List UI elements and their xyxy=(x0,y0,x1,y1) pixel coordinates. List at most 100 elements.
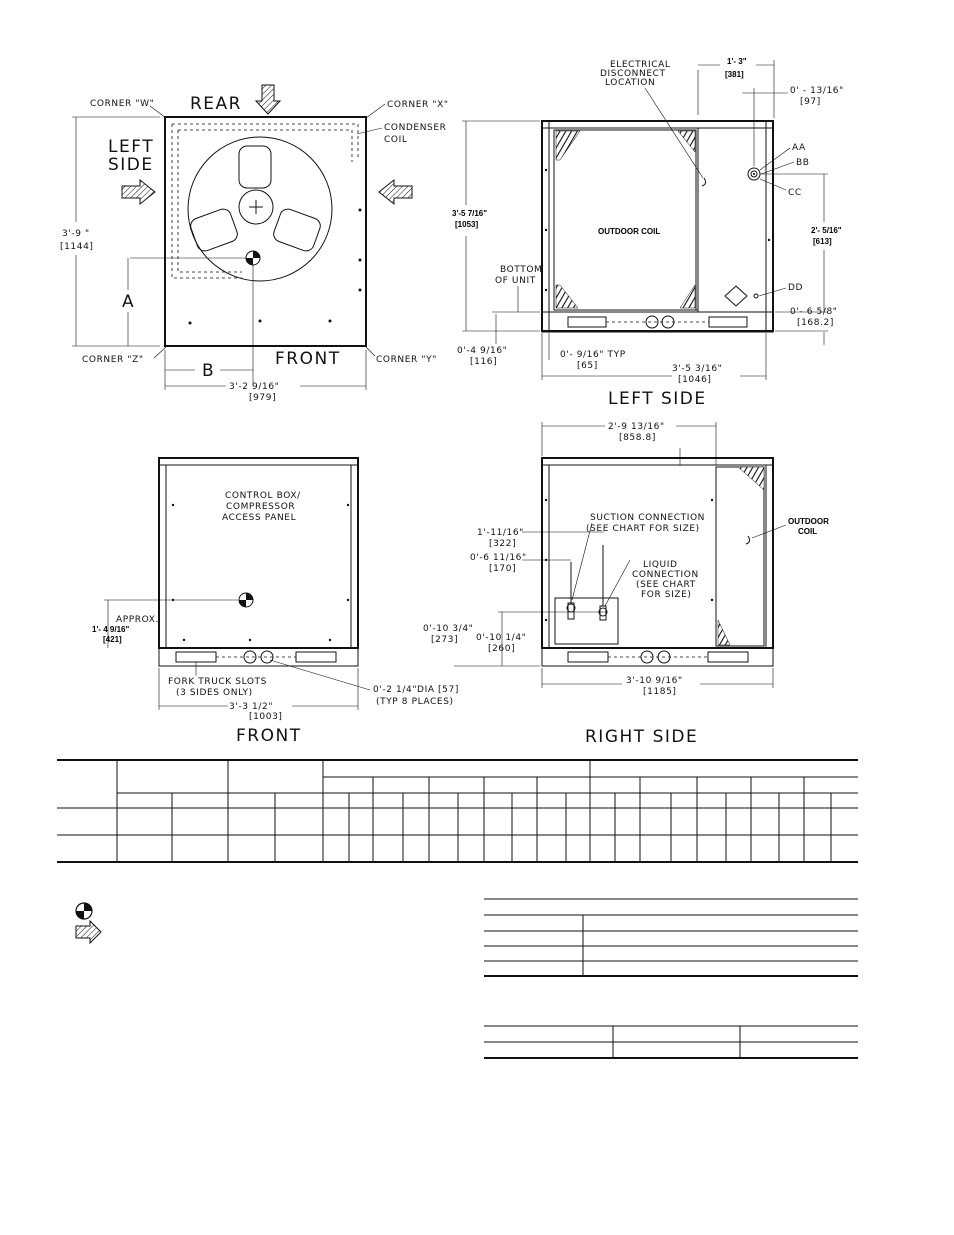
dd-knockout xyxy=(753,293,759,299)
dim-1-3-mm: [381] xyxy=(725,70,744,79)
rear-label: REAR xyxy=(190,94,242,114)
width-dim: 3'-10 9/16" xyxy=(626,676,683,686)
dim-2-5: 2'- 5/16" xyxy=(811,226,842,235)
service-port xyxy=(724,285,748,307)
width-mm: [1046] xyxy=(678,375,712,385)
liquid-label-line4: FOR SIZE) xyxy=(641,590,692,600)
liquid-label-line1: LIQUID xyxy=(643,560,678,570)
left-side-title: LEFT SIDE xyxy=(608,389,707,409)
dia-label: 0'-2 1/4"DIA [57] xyxy=(373,685,459,695)
fork-label-line2: (3 SIDES ONLY) xyxy=(176,688,253,698)
dim-13-16-mm: [97] xyxy=(800,97,821,107)
height-dim: 3'-5 7/16" xyxy=(452,209,487,218)
connection-table xyxy=(484,1025,858,1059)
width-dim: 3'-2 9/16" xyxy=(229,382,279,392)
dim-6-5-mm: [168.2] xyxy=(797,318,834,328)
liquid-label-line3: (SEE CHART xyxy=(636,580,696,590)
electrical-label-line3: LOCATION xyxy=(605,78,655,88)
dim-1-4-mm: [421] xyxy=(103,635,122,644)
front-title: FRONT xyxy=(236,726,302,746)
bb-label: BB xyxy=(796,158,810,168)
outdoor-coil-area xyxy=(553,129,697,311)
dim-9-16-mm: [65] xyxy=(577,361,598,371)
corner-z-label: CORNER "Z" xyxy=(82,355,144,365)
left-side-label-line2: SIDE xyxy=(108,155,154,175)
height-dim: 3'-9 " xyxy=(62,229,90,239)
condenser-coil-outline xyxy=(171,123,359,279)
top-view: REAR LEFT SIDE FRONT CORNER "W" CORNER "… xyxy=(60,84,449,403)
dim-10-3: 0'-10 3/4" xyxy=(423,624,473,634)
airflow-arrow-icon xyxy=(254,84,282,115)
front-outline xyxy=(158,457,359,649)
left-side-label-line1: LEFT xyxy=(108,137,154,157)
dim-10-1: 0'-10 1/4" xyxy=(476,633,526,643)
right-side-view: 2'-9 13/16" [858.8] SUCTION CONNECTION (… xyxy=(423,422,829,747)
control-box-line3: ACCESS PANEL xyxy=(222,513,296,523)
left-side-view: ELECTRICAL DISCONNECT LOCATION 1'- 3" [3… xyxy=(452,57,844,409)
dim-10-3-mm: [273] xyxy=(431,635,458,645)
accessory-table xyxy=(484,898,858,977)
dim-4-9-mm: [116] xyxy=(470,357,497,367)
control-box-line2: COMPRESSOR xyxy=(226,502,295,512)
fan-blade xyxy=(273,208,321,252)
outdoor-coil-line2: COIL xyxy=(798,527,817,536)
dim-6-11-mm: [170] xyxy=(489,564,516,574)
corner-x-label: CORNER "X" xyxy=(387,100,449,110)
fan-blade xyxy=(190,208,238,252)
dim-2-5-mm: [613] xyxy=(813,237,832,246)
dim-1-3: 1'- 3" xyxy=(727,57,747,66)
corner-w-label: CORNER "W" xyxy=(90,99,154,109)
dimension-table xyxy=(57,759,858,863)
airflow-arrow-icon xyxy=(121,178,156,206)
width-mm: [1185] xyxy=(643,687,677,697)
suction-valve xyxy=(566,562,576,620)
liquid-valve xyxy=(598,545,608,621)
dd-label: DD xyxy=(788,283,803,293)
electrical-label-line1: ELECTRICAL xyxy=(610,60,671,70)
base-rail xyxy=(158,647,359,667)
dim-b-label: B xyxy=(202,361,215,381)
front-label: FRONT xyxy=(275,349,341,369)
aa-label: AA xyxy=(792,143,806,153)
width-mm: [979] xyxy=(249,393,276,403)
liquid-label-line2: CONNECTION xyxy=(632,570,699,580)
bottom-of-unit-line1: BOTTOM xyxy=(500,265,542,275)
bottom-of-unit-line2: OF UNIT xyxy=(495,276,536,286)
suction-label-line1: SUCTION CONNECTION xyxy=(590,513,705,523)
dim-4-9: 0'-4 9/16" xyxy=(457,346,507,356)
fan-hub xyxy=(238,189,274,225)
base-rail xyxy=(541,647,774,667)
fork-slot xyxy=(707,651,749,663)
dim-1-11: 1'-11/16" xyxy=(477,528,524,538)
right-side-title: RIGHT SIDE xyxy=(585,727,698,747)
electrical-label-line2: DISCONNECT xyxy=(600,69,666,79)
airflow-arrow-icon xyxy=(75,919,102,945)
dim-13-16: 0' - 13/16" xyxy=(790,86,844,96)
center-of-gravity-icon xyxy=(245,250,261,266)
dim-a-label: A xyxy=(122,292,135,312)
table-subcolumns xyxy=(348,777,832,862)
dim-1-4: 1'- 4 9/16" xyxy=(92,625,129,634)
dim-6-11: 0'-6 11/16" xyxy=(470,553,527,563)
outdoor-coil-line1: OUTDOOR xyxy=(788,517,829,526)
top-dim: 2'-9 13/16" xyxy=(608,422,665,432)
dim-9-16: 0'- 9/16" TYP xyxy=(560,350,626,360)
approx-label: APPROX. xyxy=(116,615,159,625)
control-box-line1: CONTROL BOX/ xyxy=(225,491,301,501)
fork-slot xyxy=(567,651,609,663)
fork-slot xyxy=(295,651,337,663)
dim-1-11-mm: [322] xyxy=(489,539,516,549)
cc-label: CC xyxy=(788,188,802,198)
legend xyxy=(75,902,102,945)
center-of-gravity-icon xyxy=(238,592,254,608)
airflow-arrow-icon xyxy=(378,178,413,206)
left-side-outline xyxy=(541,120,774,332)
height-mm: [1053] xyxy=(455,220,478,229)
height-mm: [1144] xyxy=(60,242,94,252)
fork-slot xyxy=(567,316,607,328)
fork-slot xyxy=(175,651,217,663)
dim-10-1-mm: [260] xyxy=(488,644,515,654)
condenser-coil-label-line1: CONDENSER xyxy=(384,123,447,133)
outdoor-coil-edge xyxy=(715,466,765,647)
typ-label: (TYP 8 PLACES) xyxy=(376,697,454,707)
